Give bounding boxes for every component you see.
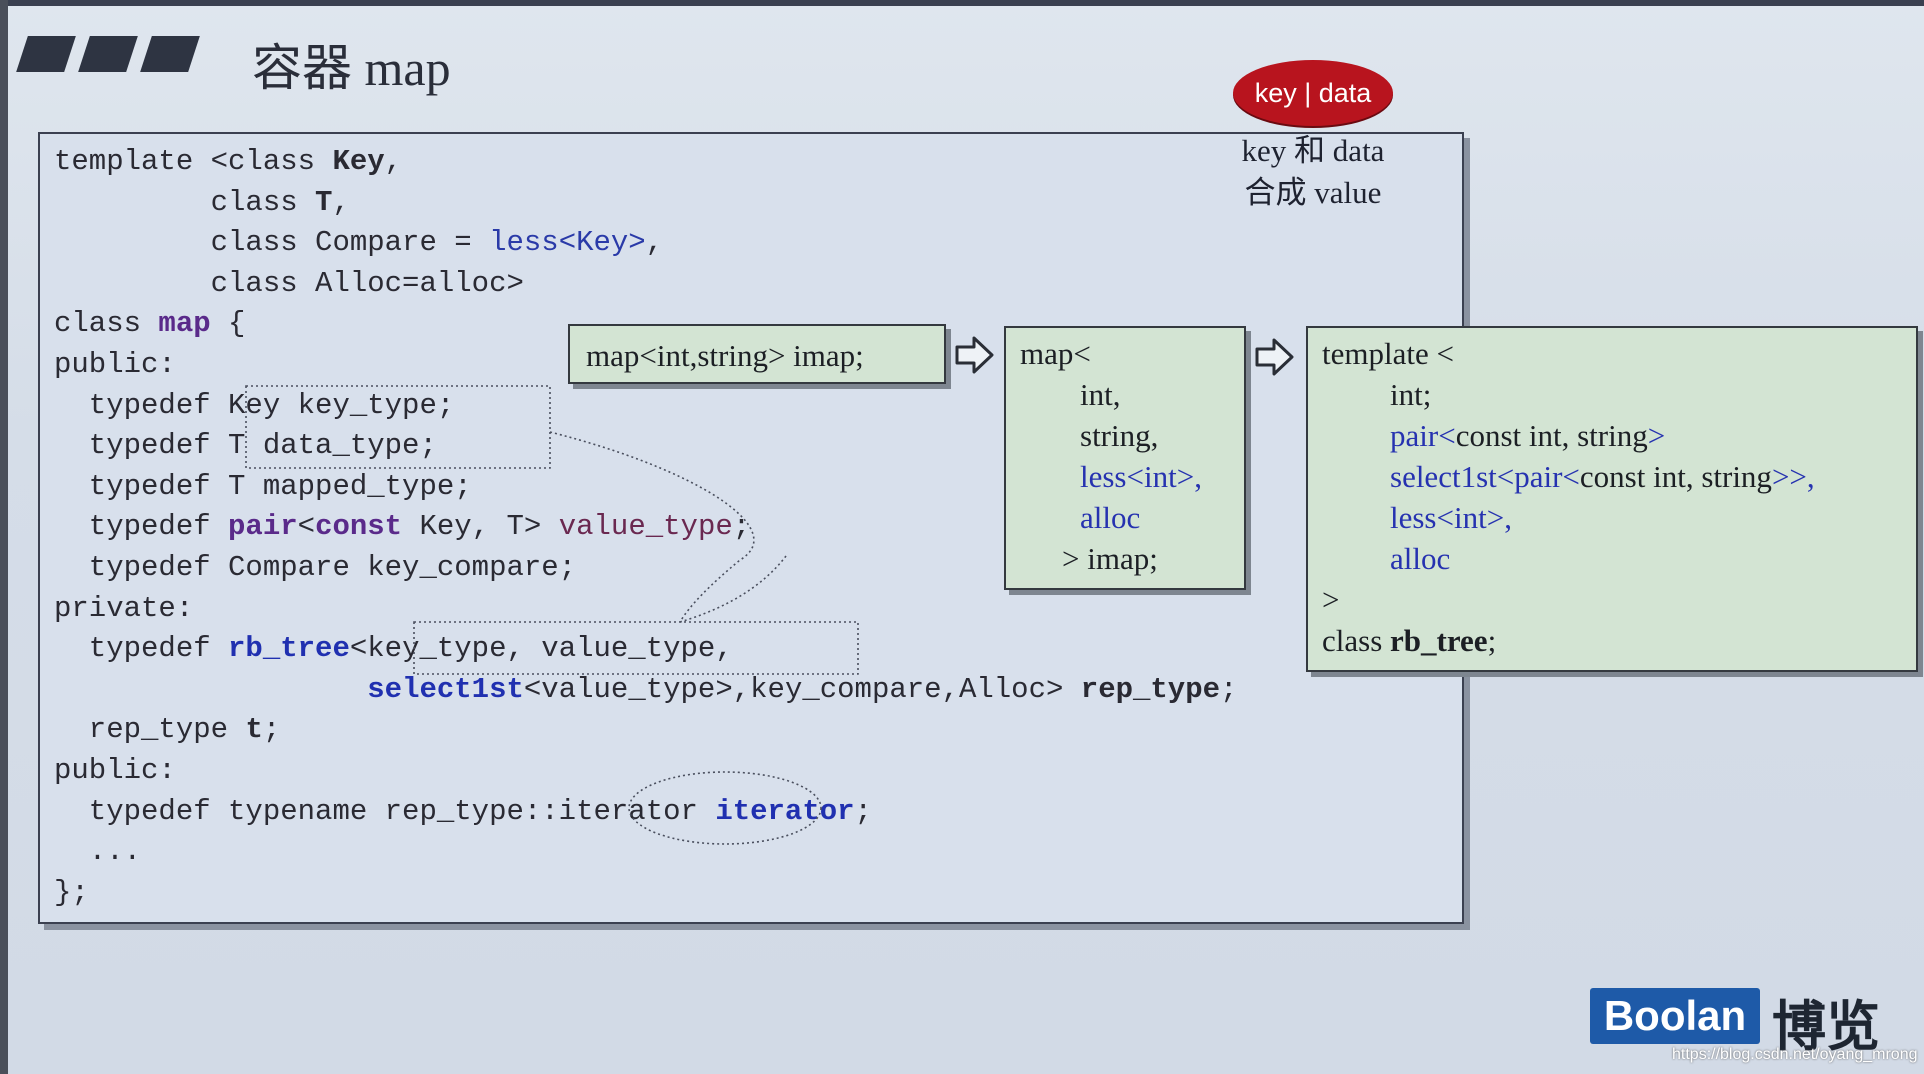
code-line-7: typedef Key key_type; <box>54 388 455 422</box>
arrow-right-icon <box>1255 338 1294 376</box>
boolan-logo-cn: 博览 <box>1772 997 1880 1057</box>
box-line: less<int>, <box>1390 500 1512 535</box>
header-bar <box>140 36 200 72</box>
top-border <box>0 0 1924 6</box>
box-line: alloc <box>1080 500 1141 535</box>
code-line-17: typedef typename rep_type::iterator iter… <box>54 794 872 828</box>
code-line-11: typedef Compare key_compare; <box>54 550 577 584</box>
left-border <box>0 0 8 1074</box>
code-line-18: ... <box>54 835 142 869</box>
arrow-right-icon <box>955 336 994 374</box>
box-line: alloc <box>1390 541 1451 576</box>
code-listing: template <class Key, class T, class Comp… <box>54 142 1237 913</box>
code-line-2: class T, <box>54 185 350 219</box>
code-line-4: class Alloc=alloc> <box>54 266 524 300</box>
rb-tree-instantiation-box: template < int; pair<const int, string> … <box>1306 326 1918 672</box>
box-line: > <box>1322 582 1340 617</box>
code-line-9: typedef T mapped_type; <box>54 469 472 503</box>
code-line-1: template <class Key, <box>54 145 403 178</box>
key-data-note: key 和 data 合成 value <box>1220 130 1406 214</box>
code-line-5: class map { <box>54 307 246 341</box>
box-line: int, <box>1080 377 1121 412</box>
box-line: int; <box>1390 377 1432 412</box>
box-line: class rb_tree; <box>1322 623 1497 658</box>
code-line-19: }; <box>54 875 89 909</box>
box-line: string, <box>1080 418 1159 453</box>
boolan-logo: Boolan <box>1590 988 1760 1044</box>
code-line-10: typedef pair<const Key, T> value_type; <box>54 510 751 544</box>
box-line: > imap; <box>1062 541 1158 576</box>
box-line: less<int>, <box>1080 459 1202 494</box>
code-line-8: typedef T data_type; <box>54 429 437 463</box>
code-line-16: public: <box>54 753 176 787</box>
note-line: 合成 value <box>1244 175 1382 210</box>
box-line: select1st<pair<const int, string>>, <box>1390 459 1815 494</box>
header-bar <box>16 36 76 72</box>
code-line-12: private: <box>54 591 194 625</box>
code-line-3: class Compare = less<Key>, <box>54 226 664 260</box>
code-line-14: select1st<value_type>,key_compare,Alloc>… <box>367 672 1238 706</box>
box-line: template < <box>1322 336 1454 371</box>
map-instantiation-box: map< int, string, less<int>, alloc > ima… <box>1004 326 1246 590</box>
code-panel: template <class Key, class T, class Comp… <box>38 132 1464 924</box>
slide-title: 容器 map <box>252 40 451 96</box>
box-line: pair<const int, string> <box>1390 418 1666 453</box>
map-declaration-box: map<int,string> imap; <box>568 324 946 384</box>
code-line-13: typedef rb_tree<key_type, value_type, <box>54 632 733 666</box>
watermark-url: https://blog.csdn.net/oyang_mrong <box>1672 1046 1918 1063</box>
box-line: map< <box>1020 336 1091 371</box>
code-line-15: rep_type t; <box>54 713 281 747</box>
note-line: key 和 data <box>1241 133 1385 168</box>
code-line-6: public: <box>54 347 176 381</box>
header-bar <box>78 36 138 72</box>
key-data-badge: key | data <box>1233 60 1393 126</box>
